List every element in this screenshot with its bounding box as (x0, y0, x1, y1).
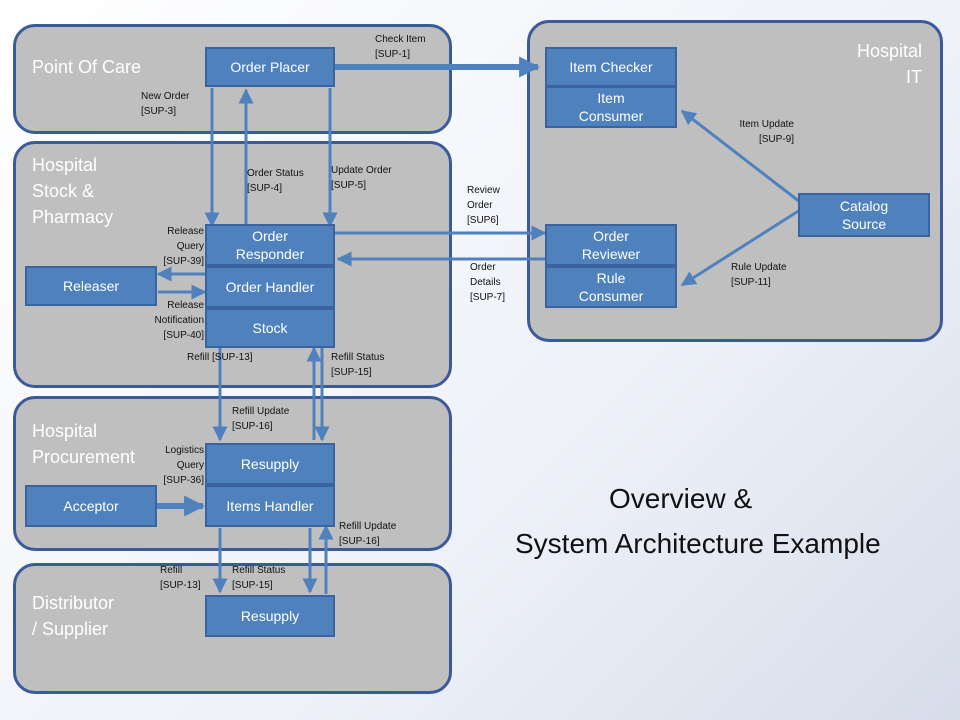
label-item-update: Item Update [SUP-9] (739, 119, 794, 145)
node-order-placer[interactable]: Order Placer (205, 47, 335, 87)
label-refill-update-bottom: Refill Update [SUP-16] (339, 521, 397, 547)
node-resupply-procurement[interactable]: Resupply (205, 443, 335, 485)
label-refill-status-bottom: Refill Status [SUP-15] (232, 565, 286, 591)
label-rule-update: Rule Update [SUP-11] (731, 262, 787, 288)
zone-title-procurement: Hospital Procurement (32, 421, 136, 467)
label-new-order: New Order [SUP-3] (141, 91, 190, 117)
node-item-consumer[interactable]: Item Consumer (545, 86, 677, 128)
node-order-responder[interactable]: Order Responder (205, 224, 335, 266)
label-release-query: Release Query [SUP-39] (163, 226, 204, 267)
overview-title-line2: System Architecture Example (515, 528, 881, 559)
node-order-reviewer[interactable]: Order Reviewer (545, 224, 677, 266)
label-refill-top: Refill [SUP-13] (187, 352, 253, 363)
overview-title-line1: Overview & (609, 483, 753, 514)
label-release-notification: Release Notification [SUP-40] (154, 300, 204, 341)
node-item-checker[interactable]: Item Checker (545, 47, 677, 87)
label-refill-bottom: Refill [SUP-13] (160, 565, 201, 591)
zone-title-point-of-care: Point Of Care (32, 57, 142, 77)
label-order-status: Order Status [SUP-4] (247, 168, 304, 194)
label-refill-status-top: Refill Status [SUP-15] (331, 352, 385, 378)
zone-title-hospital-it: Hospital IT (856, 41, 922, 87)
label-order-details: Order Details [SUP-7] (470, 262, 506, 303)
label-update-order: Update Order [SUP-5] (331, 165, 392, 191)
label-logistics-query: Logistics Query [SUP-36] (163, 445, 204, 486)
node-catalog-source[interactable]: Catalog Source (798, 193, 930, 237)
node-stock[interactable]: Stock (205, 308, 335, 348)
node-rule-consumer[interactable]: Rule Consumer (545, 266, 677, 308)
label-review-order: Review Order [SUP6] (467, 185, 500, 226)
node-acceptor[interactable]: Acceptor (25, 485, 157, 527)
node-resupply-distributor[interactable]: Resupply (205, 595, 335, 637)
label-refill-update-top: Refill Update [SUP-16] (232, 406, 290, 432)
zone-title-stock-pharmacy: Hospital Stock & Pharmacy (32, 155, 114, 227)
label-check-item: Check Item [SUP-1] (375, 34, 426, 60)
zone-title-distributor: Distributor / Supplier (32, 593, 115, 639)
node-order-handler[interactable]: Order Handler (205, 266, 335, 308)
node-releaser[interactable]: Releaser (25, 266, 157, 306)
node-items-handler[interactable]: Items Handler (205, 485, 335, 527)
arrow-item-update (680, 109, 801, 204)
arrow-rule-update (680, 208, 801, 287)
